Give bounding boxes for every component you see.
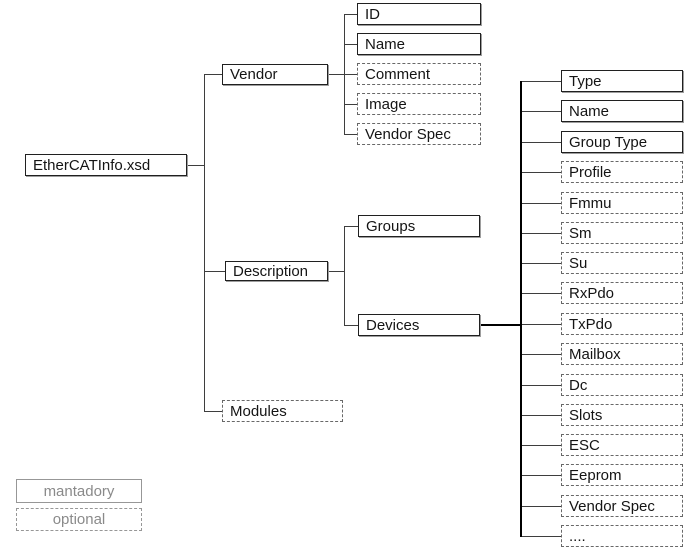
connector-to-dev-name — [522, 111, 561, 112]
connector-to-dev-vendor-spec — [522, 506, 561, 507]
connector-to-eeprom — [522, 475, 561, 476]
connector-to-su — [522, 263, 561, 264]
node-devices-sm: Sm — [561, 222, 683, 244]
connector-to-vendor — [205, 74, 222, 75]
node-vendor-image: Image — [357, 93, 481, 115]
node-vendor-name: Name — [357, 33, 481, 55]
node-devices-profile: Profile — [561, 161, 683, 183]
node-devices-dc: Dc — [561, 374, 683, 396]
node-devices-slots: Slots — [561, 404, 683, 426]
legend-mandatory: mantadory — [16, 479, 142, 503]
connector-to-txpdo — [522, 324, 561, 325]
node-devices-rxpdo: RxPdo — [561, 282, 683, 304]
node-ethercatinfo-xsd: EtherCATInfo.xsd — [25, 154, 187, 176]
connector-root-out — [187, 165, 204, 166]
connector-to-comment — [345, 74, 357, 75]
node-devices-group-type: Group Type — [561, 131, 683, 153]
connector-to-type — [522, 81, 561, 82]
node-devices-vendor-spec: Vendor Spec — [561, 495, 683, 517]
trunk-vendor — [344, 14, 345, 135]
connector-to-sm — [522, 233, 561, 234]
node-devices: Devices — [358, 314, 480, 336]
connector-to-rxpdo — [522, 293, 561, 294]
connector-to-devices — [345, 325, 358, 326]
node-devices-txpdo: TxPdo — [561, 313, 683, 335]
node-devices-fmmu: Fmmu — [561, 192, 683, 214]
connector-to-profile — [522, 172, 561, 173]
connector-devices-out — [480, 324, 521, 326]
connector-to-dc — [522, 385, 561, 386]
connector-to-modules — [205, 411, 222, 412]
connector-description-out — [328, 271, 344, 272]
connector-to-slots — [522, 415, 561, 416]
legend-optional: optional — [16, 508, 142, 531]
node-devices-type: Type — [561, 70, 683, 92]
node-devices-su: Su — [561, 252, 683, 274]
node-vendor: Vendor — [222, 64, 328, 85]
connector-to-name — [345, 44, 357, 45]
node-devices-eeprom: Eeprom — [561, 464, 683, 486]
connector-to-etc — [522, 536, 561, 537]
connector-to-description — [205, 271, 225, 272]
trunk-devices — [520, 81, 522, 537]
connector-to-mailbox — [522, 354, 561, 355]
connector-to-image — [345, 104, 357, 105]
connector-to-fmmu — [522, 203, 561, 204]
node-vendor-comment: Comment — [357, 63, 481, 85]
node-devices-mailbox: Mailbox — [561, 343, 683, 365]
node-modules: Modules — [222, 400, 343, 422]
connector-to-id — [345, 14, 357, 15]
node-vendor-vendor-spec: Vendor Spec — [357, 123, 481, 145]
node-vendor-id: ID — [357, 3, 481, 25]
node-devices-esc: ESC — [561, 434, 683, 456]
connector-to-group-type — [522, 142, 561, 143]
connector-to-groups — [345, 226, 358, 227]
trunk-root — [204, 74, 205, 412]
node-devices-name: Name — [561, 100, 683, 122]
connector-vendor-out — [328, 74, 344, 75]
trunk-description — [344, 226, 345, 326]
connector-to-vendor-spec — [345, 134, 357, 135]
node-devices-etc: .... — [561, 525, 683, 547]
node-groups: Groups — [358, 215, 480, 237]
connector-to-esc — [522, 445, 561, 446]
node-description: Description — [225, 261, 328, 281]
